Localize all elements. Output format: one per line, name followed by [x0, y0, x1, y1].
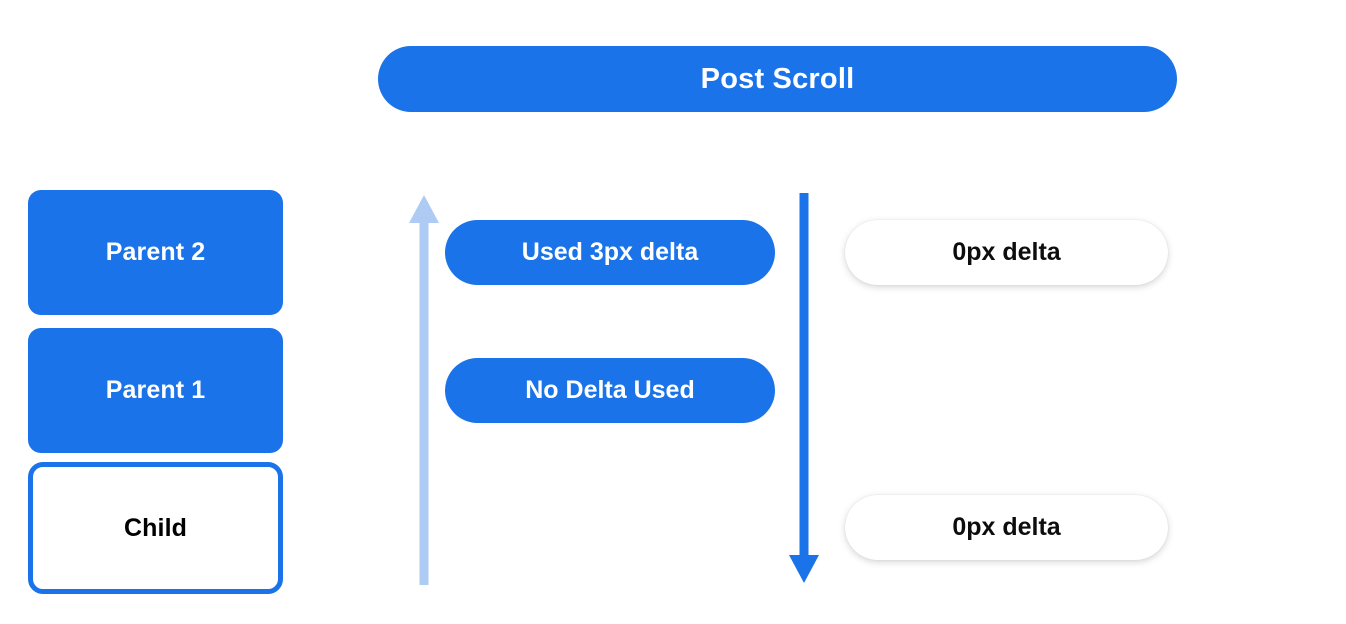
pill-remaining-delta-top[interactable]: 0px delta	[845, 220, 1168, 285]
pill-used-3px-delta[interactable]: Used 3px delta	[445, 220, 775, 285]
pill-used-3px-delta-label: Used 3px delta	[521, 238, 699, 266]
pill-no-delta-used[interactable]: No Delta Used	[445, 358, 775, 423]
post-scroll-banner: Post Scroll	[378, 46, 1177, 112]
node-parent-2[interactable]: Parent 2	[28, 190, 283, 315]
downward-arrow-icon	[785, 193, 823, 590]
node-child[interactable]: Child	[28, 462, 283, 594]
node-child-label: Child	[124, 513, 187, 542]
pill-remaining-delta-bottom[interactable]: 0px delta	[845, 495, 1168, 560]
banner-title: Post Scroll	[700, 62, 855, 95]
node-parent-1[interactable]: Parent 1	[28, 328, 283, 453]
upward-arrow-icon	[405, 193, 443, 590]
node-parent-1-label: Parent 1	[105, 376, 206, 404]
pill-no-delta-used-label: No Delta Used	[525, 376, 695, 404]
pill-remaining-delta-top-label: 0px delta	[952, 238, 1061, 266]
pill-remaining-delta-bottom-label: 0px delta	[952, 513, 1061, 541]
node-parent-2-label: Parent 2	[105, 238, 206, 266]
